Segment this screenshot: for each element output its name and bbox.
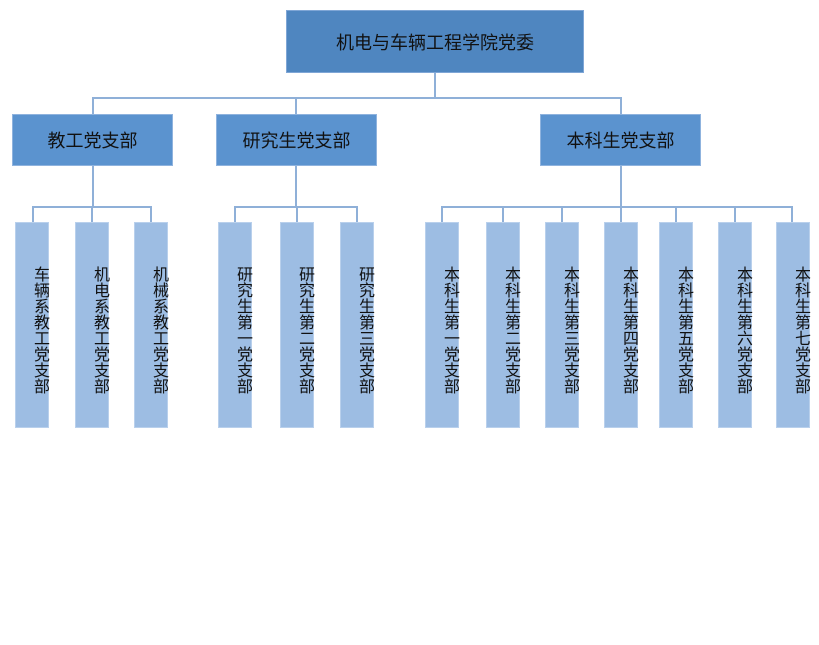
connector-leaf [150,206,152,222]
connector-leaf [441,206,443,222]
leaf-node: 本科生第四党支部 [604,222,639,428]
leaf-node-label: 本科生第二党支部 [502,266,521,394]
group-node-faculty: 教工党支部 [12,114,173,166]
connector-group-3-down [620,166,622,208]
group-node-label: 研究生党支部 [242,131,351,152]
connector-mid-bar [92,97,622,99]
group-node-graduate: 研究生党支部 [216,114,377,166]
leaf-node: 机电系教工党支部 [75,222,110,428]
leaf-node: 本科生第六党支部 [718,222,753,428]
connector-leaf [675,206,677,222]
leaf-node-label: 研究生第一党支部 [234,266,253,394]
leaf-node: 本科生第五党支部 [659,222,694,428]
connector-to-group-1 [92,97,94,114]
leaf-node-label: 本科生第六党支部 [734,266,753,394]
root-node-label: 机电与车辆工程学院党委 [336,32,534,54]
leaf-node-label: 机电系教工党支部 [91,266,110,394]
connector-leaf [620,206,622,222]
leaf-node: 研究生第一党支部 [218,222,253,428]
leaf-node: 本科生第三党支部 [545,222,580,428]
connector-leaf [791,206,793,222]
group-node-label: 本科生党支部 [566,131,675,152]
leaf-node: 研究生第三党支部 [340,222,375,428]
group-node-undergraduate: 本科生党支部 [540,114,701,166]
leaf-node-label: 研究生第二党支部 [296,266,315,394]
leaf-node-label: 本科生第一党支部 [441,266,460,394]
connector-leaf [91,206,93,222]
connector-group-3-bar [441,206,793,208]
leaf-node-label: 本科生第五党支部 [675,266,694,394]
leaf-node: 本科生第一党支部 [425,222,460,428]
connector-leaf [734,206,736,222]
connector-root-down [434,73,436,99]
leaf-node-label: 研究生第三党支部 [356,266,375,394]
leaf-node: 研究生第二党支部 [280,222,315,428]
leaf-node: 本科生第七党支部 [776,222,811,428]
leaf-node-label: 本科生第四党支部 [620,266,639,394]
connector-leaf [356,206,358,222]
leaf-node-label: 机械系教工党支部 [150,266,169,394]
leaf-node-label: 本科生第七党支部 [792,266,811,394]
connector-leaf [296,206,298,222]
leaf-node: 机械系教工党支部 [134,222,169,428]
connector-leaf [32,206,34,222]
leaf-node: 本科生第二党支部 [486,222,521,428]
connector-leaf [502,206,504,222]
connector-group-2-down [295,166,297,208]
leaf-node-label: 车辆系教工党支部 [31,266,50,394]
connector-to-group-3 [620,97,622,114]
group-node-label: 教工党支部 [47,131,138,152]
root-node: 机电与车辆工程学院党委 [286,10,584,73]
connector-leaf [561,206,563,222]
connector-group-1-down [92,166,94,208]
leaf-node: 车辆系教工党支部 [15,222,50,428]
connector-to-group-2 [295,97,297,114]
connector-leaf [234,206,236,222]
leaf-node-label: 本科生第三党支部 [561,266,580,394]
